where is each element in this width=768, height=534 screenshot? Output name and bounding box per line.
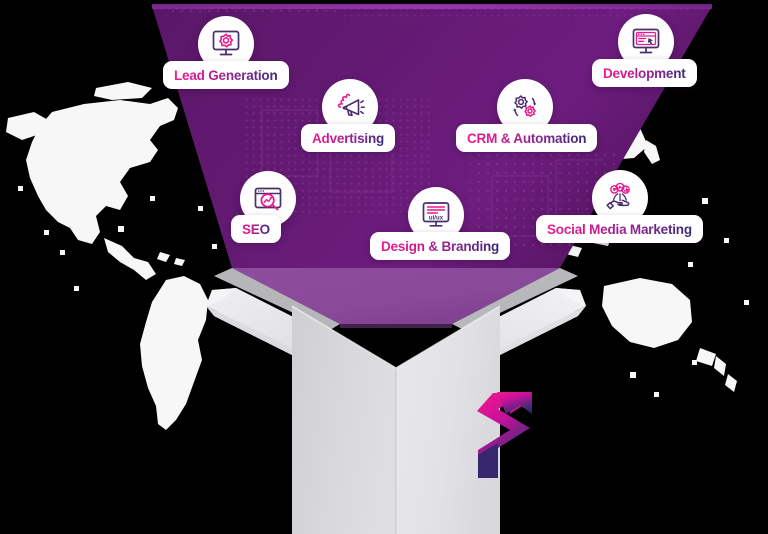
service-chip-lead-generation[interactable]: Lead Generation — [163, 61, 289, 89]
service-chip-development[interactable]: Development — [592, 59, 697, 87]
svg-text:ui/ux: ui/ux — [429, 214, 444, 221]
service-label: CRM & Automation — [467, 130, 587, 146]
service-chip-advertising[interactable]: Advertising — [301, 124, 396, 152]
service-label: Social Media Marketing — [547, 221, 692, 237]
service-label: Design & Branding — [381, 238, 500, 254]
service-chip-crm-automation[interactable]: CRM & Automation — [456, 124, 598, 152]
service-label: Development — [603, 65, 686, 81]
service-chip-design-branding[interactable]: Design & Branding — [370, 232, 511, 260]
s-arrow-logo — [477, 392, 532, 478]
service-chip-seo[interactable]: SEO — [231, 215, 281, 243]
service-label: Lead Generation — [174, 67, 278, 83]
service-label: Advertising — [312, 130, 385, 146]
service-label: SEO — [242, 221, 270, 237]
service-chip-social-media-marketing[interactable]: Social Media Marketing — [536, 215, 703, 243]
